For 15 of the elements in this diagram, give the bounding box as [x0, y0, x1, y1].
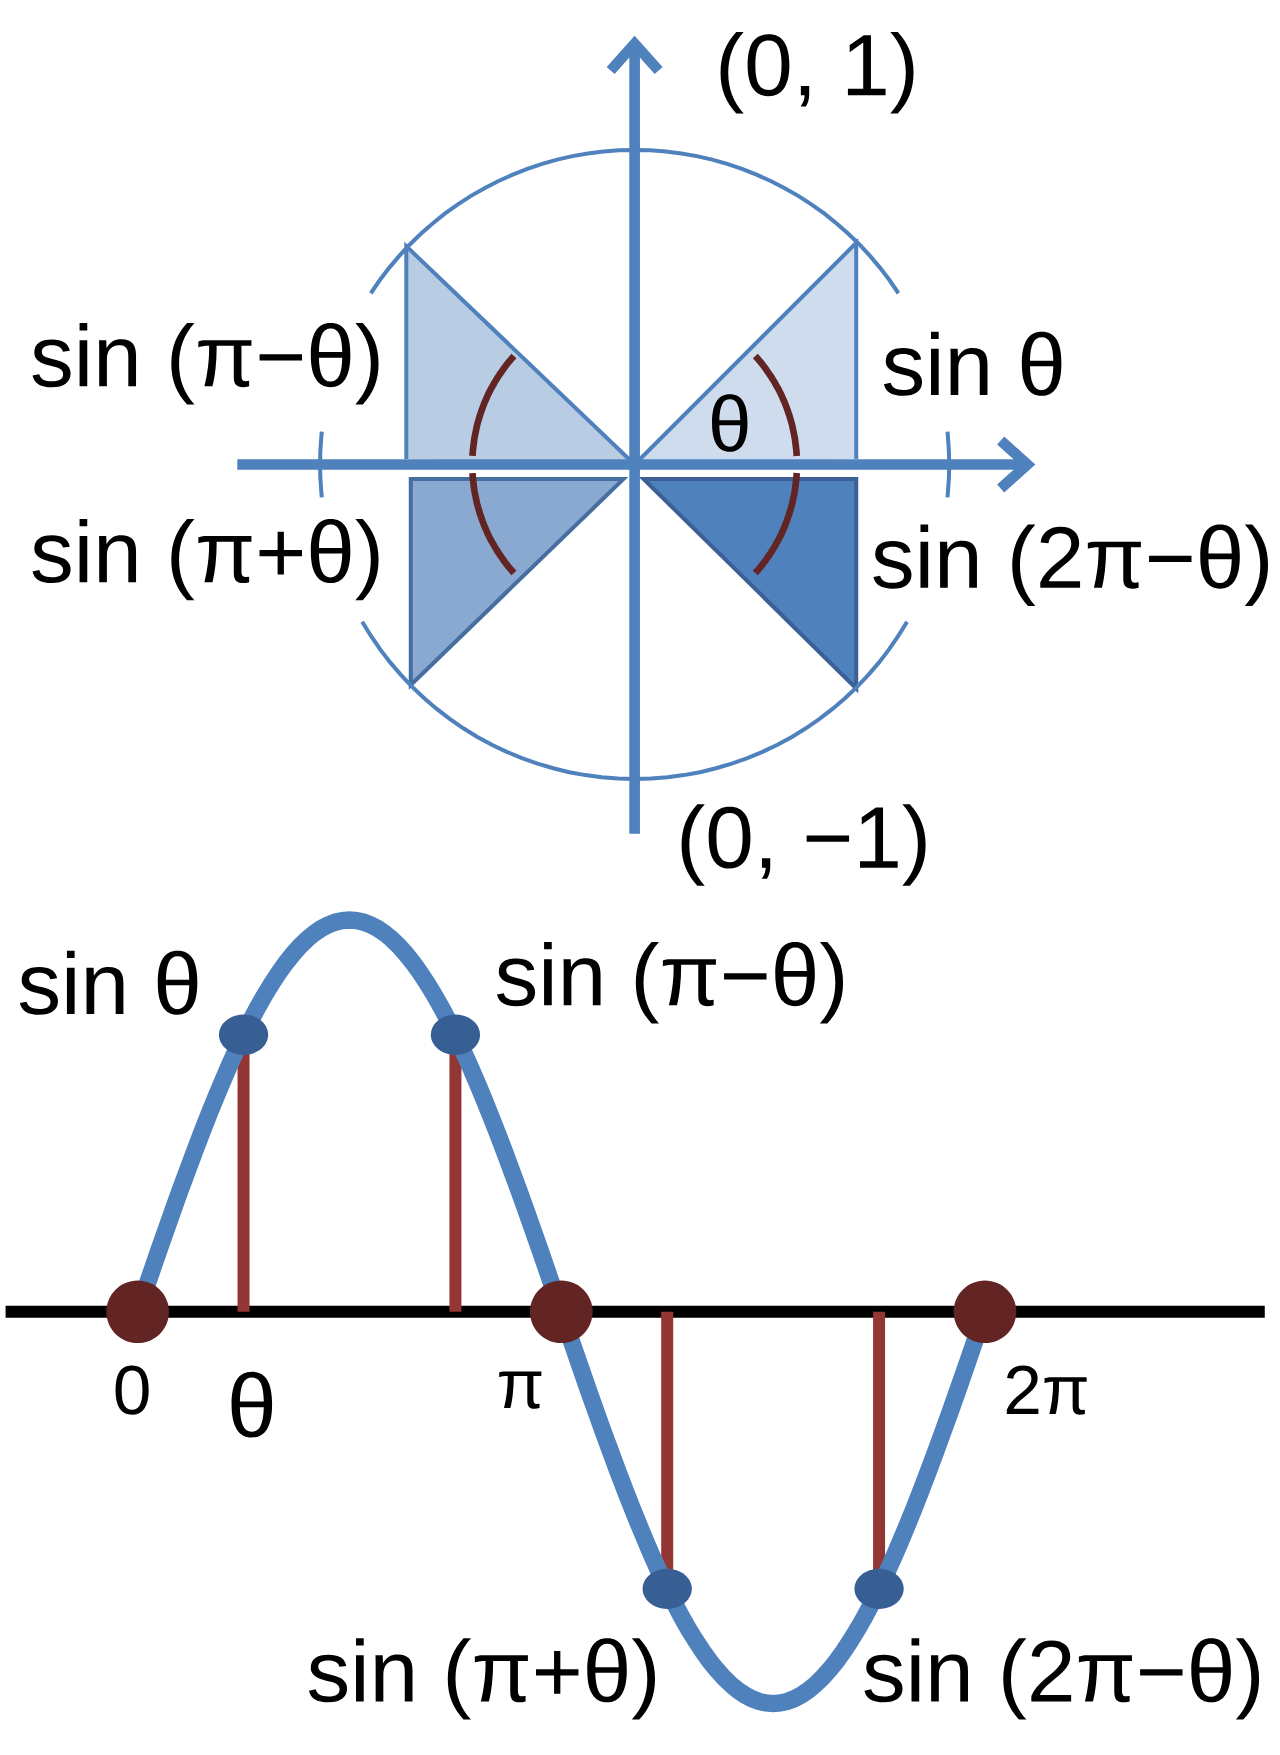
- function-label: sin θ: [19, 950, 198, 1015]
- angle-label: θ: [711, 394, 748, 452]
- function-label: sin (2π−θ): [873, 524, 1268, 606]
- function-label: sin θ: [883, 331, 1062, 396]
- point-label: (0, −1): [681, 804, 926, 886]
- tick-label: θ: [231, 1371, 272, 1438]
- function-label: sin (π+θ): [32, 518, 379, 601]
- tick-label: π: [499, 1371, 542, 1409]
- point-label: (0, 1): [720, 32, 914, 114]
- function-label: sin (π+θ): [308, 1638, 655, 1720]
- tick-label: 2π: [1006, 1365, 1087, 1415]
- function-label: sin (π−θ): [32, 323, 379, 405]
- tick-label: 0: [115, 1365, 149, 1415]
- function-label: sin (π−θ): [496, 942, 843, 1024]
- function-label: sin (2π−θ): [864, 1638, 1259, 1720]
